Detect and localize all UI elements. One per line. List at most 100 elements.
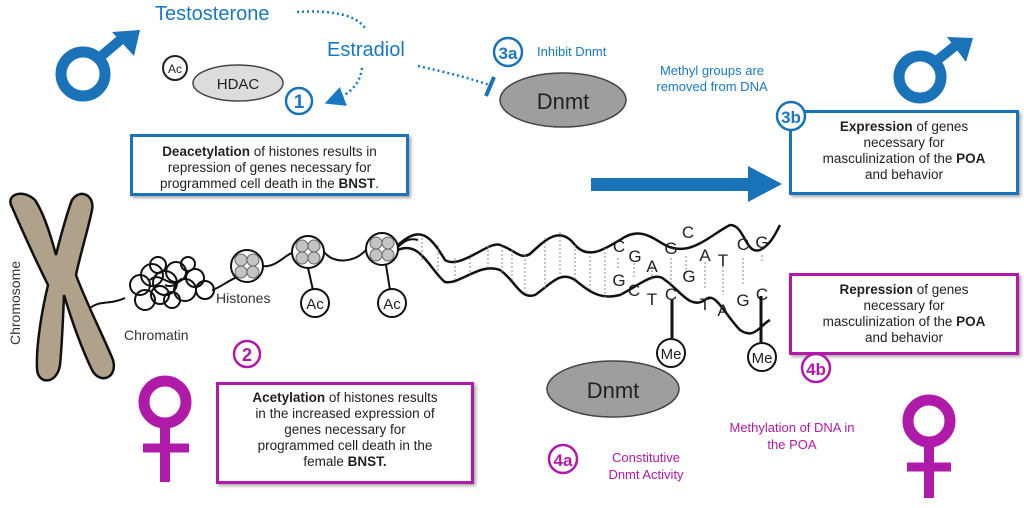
box1-bold: Deacetylation: [162, 144, 250, 159]
inhibit-dnmt-label: Inhibit Dnmt: [537, 44, 607, 59]
box2-line1: of histones results: [325, 390, 438, 405]
step-3b-badge: 3b: [775, 100, 807, 132]
chromosome-label: Chromosome: [7, 261, 23, 345]
dnmt-enzyme-male: Dnmt: [499, 72, 627, 128]
box2-line3: genes necessary for: [284, 422, 406, 437]
top-strand-base: G: [628, 247, 641, 266]
acetyl-group-1: Ac: [300, 288, 330, 318]
female-symbol-icon: [138, 375, 192, 482]
box3b-line1: of genes: [912, 119, 969, 134]
top-strand-base: T: [718, 251, 728, 270]
nucleosome-3: [365, 232, 399, 266]
bottom-strand-base: T: [700, 295, 710, 314]
bottom-strand-base: G: [682, 267, 695, 286]
bottom-strand-base: T: [647, 290, 657, 309]
box1-line2: repression of genes necessary for: [167, 160, 372, 175]
deacetylation-box: Deacetylation of histones results in rep…: [130, 134, 409, 196]
step-2-badge: 2: [232, 339, 262, 369]
svg-text:Dnmt: Dnmt: [537, 89, 590, 114]
svg-text:Ac: Ac: [306, 296, 324, 313]
male-symbol-icon-right: [893, 37, 973, 104]
svg-text:3a: 3a: [499, 44, 518, 63]
top-strand-base: C: [737, 235, 749, 254]
hdac-enzyme: HDAC: [192, 64, 284, 102]
male-symbol-icon: [55, 30, 140, 102]
svg-text:HDAC: HDAC: [217, 76, 260, 93]
chromatin-label: Chromatin: [124, 327, 189, 343]
top-strand-base: A: [646, 257, 658, 276]
dna-double-helix: [397, 223, 782, 335]
methyl-group-1: Me: [656, 338, 686, 368]
acetyl-group-2: Ac: [377, 288, 407, 318]
estradiol-to-step1-arrow: [324, 67, 364, 106]
chromosome-icon: [9, 192, 116, 382]
methylation-label-line2: the POA: [767, 437, 816, 452]
big-right-arrow-icon: [591, 166, 782, 202]
top-strand-base: G: [755, 233, 768, 252]
chromatin-icon: [89, 256, 241, 311]
estradiol-label: Estradiol: [327, 39, 405, 61]
box2-line2: in the increased expression of: [255, 406, 435, 421]
dnmt-enzyme-female: Dnmt: [546, 360, 680, 418]
estradiol-to-dnmt-inhibit-line: [417, 64, 493, 88]
box1-line1: of histones results in: [249, 144, 377, 159]
svg-text:1: 1: [294, 92, 305, 113]
svg-text:4b: 4b: [806, 360, 826, 379]
box4b-bold: Repression: [839, 282, 913, 297]
ac-group-small: Ac: [162, 55, 188, 81]
box3b-line2: necessary for: [863, 135, 945, 150]
constitutive-label-line2: Dnmt Activity: [608, 467, 684, 482]
svg-text:Me: Me: [661, 346, 682, 363]
constitutive-label-line1: Constitutive: [612, 450, 680, 465]
box4b-line3: masculinization of the: [822, 314, 957, 329]
box2-line5: female: [303, 454, 348, 469]
box2-line4: programmed cell death in the: [257, 438, 433, 453]
bottom-strand-base: A: [717, 301, 729, 320]
top-strand-base: C: [682, 223, 694, 242]
top-strand-base: C: [613, 237, 625, 256]
acetylation-box: Acetylation of histones results in the i…: [216, 382, 474, 484]
bottom-strand-base: C: [628, 281, 640, 300]
box2-bnst: BNST.: [347, 454, 387, 469]
histones-label: Histones: [216, 290, 270, 306]
top-strand-base: G: [664, 239, 677, 258]
bottom-strand-base: G: [736, 291, 749, 310]
box4b-line4: and behavior: [864, 330, 944, 345]
repression-box: Repression of genes necessary for mascul…: [789, 273, 1019, 355]
svg-text:Ac: Ac: [383, 296, 401, 313]
svg-text:Me: Me: [752, 350, 773, 367]
nucleosome-2: [291, 235, 325, 269]
step-3a-badge: 3a: [492, 36, 524, 68]
box4b-line2: necessary for: [863, 298, 945, 313]
box3b-line4: and behavior: [864, 167, 944, 182]
box1-period: .: [375, 176, 380, 191]
step-4a-badge: 4a: [547, 443, 579, 475]
testosterone-label: Testosterone: [155, 3, 270, 25]
methyl-removed-line1: Methyl groups are: [660, 63, 764, 78]
svg-text:2: 2: [242, 345, 252, 365]
top-strand-base: A: [699, 246, 711, 265]
methyl-group-2: Me: [747, 342, 777, 372]
svg-text:Dnmt: Dnmt: [587, 378, 640, 403]
methylation-label-line1: Methylation of DNA in: [729, 420, 854, 435]
step-1-badge: 1: [284, 86, 314, 116]
box3b-bold: Expression: [839, 119, 913, 134]
box3b-line3: masculinization of the: [822, 151, 957, 166]
step-4b-badge: 4b: [800, 352, 832, 384]
box1-bnst: BNST: [338, 176, 376, 191]
svg-text:3b: 3b: [781, 108, 801, 127]
box1-line3: programmed cell death in the: [159, 176, 339, 191]
dna-linker: [262, 238, 419, 268]
box4b-poa: POA: [956, 314, 986, 329]
svg-text:Ac: Ac: [168, 62, 182, 76]
box4b-line1: of genes: [912, 282, 969, 297]
inhibit-bar-icon: [484, 76, 496, 97]
box3b-poa: POA: [956, 151, 986, 166]
bottom-strand-base: C: [756, 285, 768, 304]
methyl-removed-line2: removed from DNA: [656, 79, 768, 94]
female-symbol-icon-right: [902, 394, 956, 498]
svg-text:4a: 4a: [554, 451, 573, 470]
